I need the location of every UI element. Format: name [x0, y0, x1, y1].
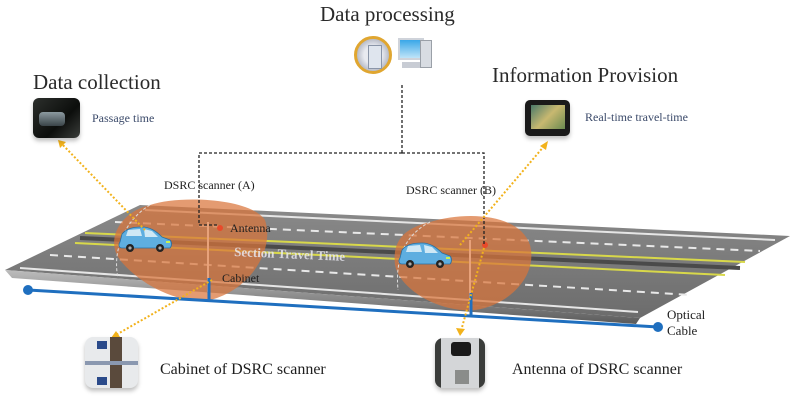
- passage-time-label: Passage time: [92, 111, 155, 125]
- antenna-point-b: [482, 242, 488, 248]
- coverage-zone-b: [394, 215, 532, 311]
- desktop-computer-icon: [398, 38, 432, 72]
- realtime-travel-time-label: Real-time travel-time: [585, 110, 688, 124]
- arrow-provision: [459, 144, 546, 246]
- scanner-b-label: DSRC scanner (B): [406, 183, 496, 197]
- optical-cable-label: Optical Cable: [667, 307, 705, 339]
- lane-dash-2: [49, 254, 691, 296]
- antenna-caption: Antenna of DSRC scanner: [512, 361, 683, 378]
- data-link-b: [402, 152, 485, 244]
- road-section-text: Section Travel Time: [234, 244, 346, 264]
- cabinet-photo-icon: [85, 337, 138, 388]
- data-link-a: [198, 152, 402, 226]
- server-icon: [354, 36, 392, 74]
- arrow-antenna-head: [456, 328, 465, 336]
- vehicle-photo-icon: [33, 98, 80, 138]
- optical-cable: [27, 288, 659, 329]
- vehicle-a: [118, 226, 172, 252]
- optical-cable-label-line1: Optical: [667, 307, 706, 322]
- scanner-a-label: DSRC scanner (A): [164, 178, 255, 192]
- arrow-provision-head: [540, 141, 548, 150]
- arrow-cabinet: [113, 279, 213, 337]
- edge-line-bottom: [19, 267, 639, 313]
- arrow-collection-head: [58, 140, 66, 148]
- antenna-photo-icon: [435, 338, 485, 388]
- vehicle-b: [398, 242, 452, 268]
- antenna-point-a: [217, 225, 223, 231]
- navigation-device-icon: [525, 100, 570, 136]
- cable-end-right: [653, 322, 663, 332]
- data-processing-title: Data processing: [320, 2, 455, 26]
- optical-cable-label-line2: Cable: [667, 323, 698, 338]
- arrow-collection: [59, 141, 146, 231]
- coverage-arc-b: [396, 221, 431, 291]
- cabinet-label: Cabinet: [222, 271, 260, 285]
- data-collection-title: Data collection: [33, 70, 161, 94]
- antenna-label: Antenna: [230, 221, 271, 235]
- arrow-cabinet-head: [111, 331, 120, 338]
- cabinet-caption: Cabinet of DSRC scanner: [160, 361, 326, 378]
- coverage-zone-a: [114, 199, 268, 301]
- information-provision-title: Information Provision: [492, 63, 679, 87]
- cable-end-left: [23, 285, 33, 295]
